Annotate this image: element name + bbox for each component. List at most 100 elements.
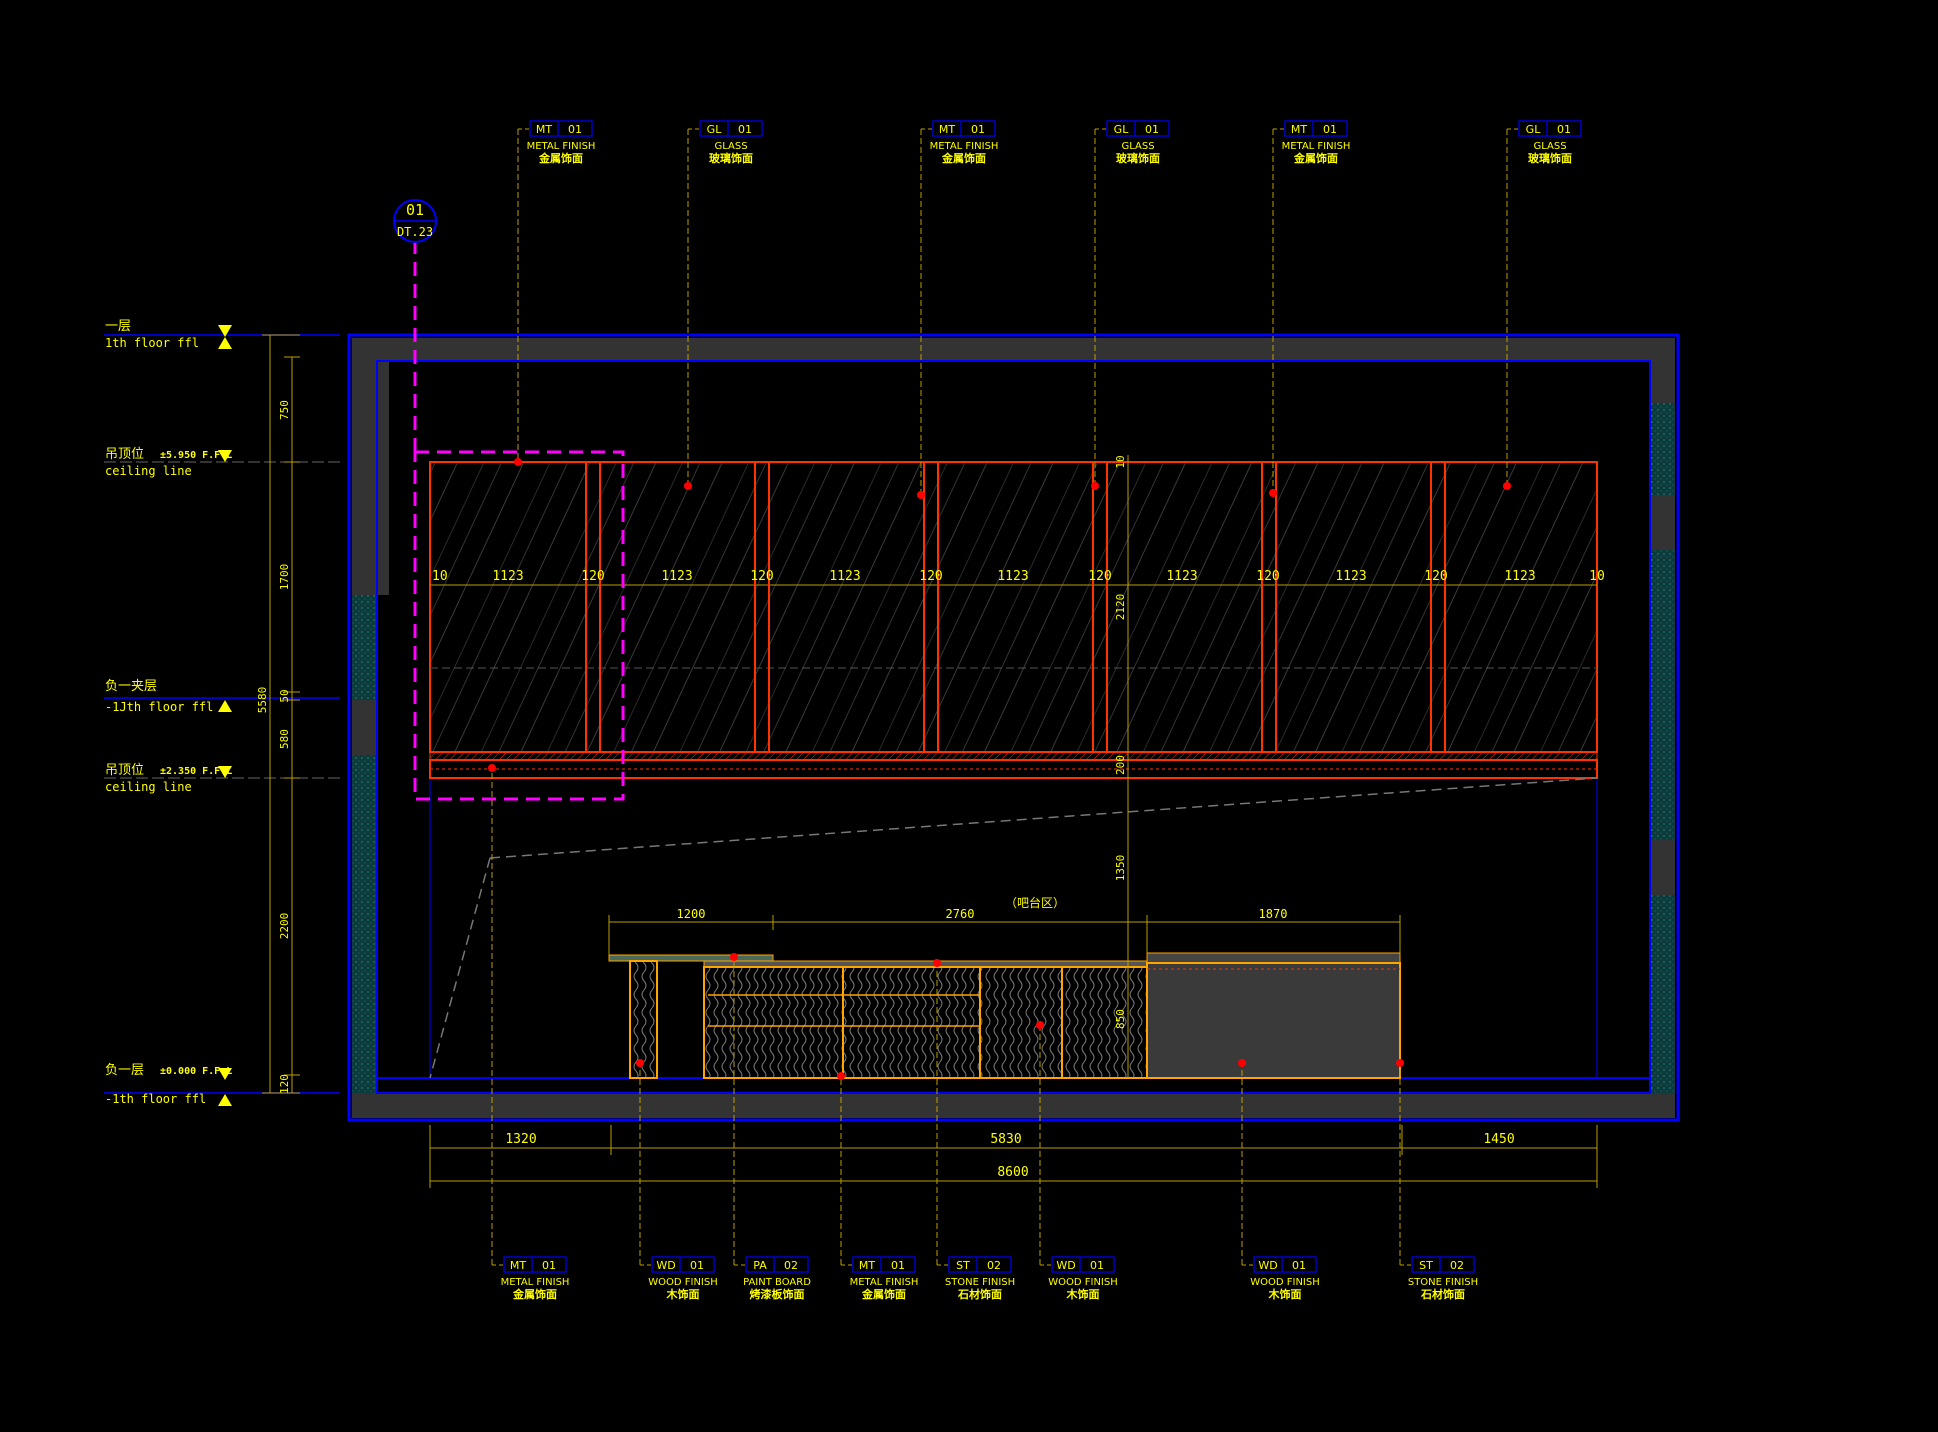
tag-number: 01	[971, 123, 985, 136]
panel-dim-label: 1123	[1166, 569, 1197, 584]
level-markers: 一层 1th floor ffl 吊顶位 ±5.950 F.F.L ceilin…	[104, 319, 340, 1106]
tag-en: METAL FINISH	[501, 1277, 570, 1288]
tag-en: PAINT BOARD	[743, 1277, 811, 1288]
mullion	[1261, 462, 1277, 752]
panel-dim-label: 1123	[492, 569, 523, 584]
vertical-dimensions	[262, 334, 300, 1094]
mullion	[923, 462, 939, 752]
ceiling-2-en: ceiling line	[105, 780, 192, 794]
ceiling-2-cn: 吊顶位	[105, 763, 144, 778]
bottom-dim-labels: 1320 5830 1450 8600	[505, 1132, 1514, 1180]
tag-cn: 金属饰面	[941, 151, 986, 165]
tag-code: WD	[1258, 1259, 1277, 1272]
panel-dim-label: 120	[1088, 569, 1111, 584]
perspective-lines	[429, 777, 1598, 1079]
dim-2120: 2120	[1114, 594, 1127, 621]
tag-en: METAL FINISH	[930, 141, 999, 152]
level-m1j-en: -1Jth floor ffl	[105, 700, 213, 714]
dim-total: 5580	[256, 687, 269, 714]
panel-dim-label: 1123	[1335, 569, 1366, 584]
detail-callout: 01 DT.23	[393, 199, 625, 801]
panel-dim-label: 1123	[1504, 569, 1535, 584]
tag-cn: 玻璃饰面	[709, 151, 753, 165]
tag-code: WD	[1056, 1259, 1075, 1272]
tag-code: MT	[1291, 123, 1307, 136]
tag-number: 01	[738, 123, 752, 136]
dim-580: 580	[278, 729, 291, 749]
tag-en: STONE FINISH	[945, 1277, 1015, 1288]
dim-850: 850	[1114, 1009, 1127, 1029]
tag-code: GL	[707, 123, 723, 136]
panel-dim-label: 120	[919, 569, 942, 584]
bottom-dim-2: 5830	[990, 1132, 1021, 1147]
tag-en: WOOD FINISH	[1250, 1277, 1320, 1288]
bottom-dim-3: 1450	[1483, 1132, 1514, 1147]
counter-dim-2: 2760	[946, 907, 975, 921]
panel-dim-label: 120	[1424, 569, 1447, 584]
tag-number: 01	[568, 123, 582, 136]
tag-number: 01	[891, 1259, 905, 1272]
vertical-dim-labels: 5580 750 1700 50 580 2200 120	[256, 400, 291, 1094]
tag-cn: 金属饰面	[861, 1287, 906, 1301]
tag-cn: 石材饰面	[957, 1287, 1002, 1301]
tag-code: MT	[939, 123, 955, 136]
glass-panel-wall	[429, 461, 1598, 779]
tag-cn: 玻璃饰面	[1528, 151, 1572, 165]
level-m1-elev: ±0.000 F.F.L	[160, 1066, 232, 1077]
mullion	[1430, 462, 1446, 752]
tag-en: METAL FINISH	[1282, 141, 1351, 152]
tag-en: GLASS	[1533, 141, 1566, 152]
dim-2200: 2200	[278, 913, 291, 940]
callout-number: 01	[406, 201, 424, 219]
counter-dim-1: 1200	[677, 907, 706, 921]
tag-number: 01	[1292, 1259, 1306, 1272]
tag-number: 01	[690, 1259, 704, 1272]
ceiling-1-elev: ±5.950 F.F.L	[160, 450, 232, 461]
panel-dim-label: 120	[750, 569, 773, 584]
tag-en: STONE FINISH	[1408, 1277, 1478, 1288]
tag-number: 01	[1090, 1259, 1104, 1272]
counter-dim-3: 1870	[1259, 907, 1288, 921]
dim-1700: 1700	[278, 564, 291, 591]
tag-number: 01	[1323, 123, 1337, 136]
mullion	[1092, 462, 1108, 752]
panel-dim-label: 1123	[829, 569, 860, 584]
tag-code: GL	[1526, 123, 1542, 136]
tag-code: MT	[536, 123, 552, 136]
tag-code: ST	[1419, 1259, 1433, 1272]
bar-counter	[608, 952, 1401, 1079]
tag-en: GLASS	[1121, 141, 1154, 152]
tag-en: WOOD FINISH	[1048, 1277, 1118, 1288]
tag-number: 01	[1557, 123, 1571, 136]
tag-code: ST	[956, 1259, 970, 1272]
tag-code: GL	[1114, 123, 1130, 136]
tag-cn: 金属饰面	[512, 1287, 557, 1301]
tag-number: 01	[542, 1259, 556, 1272]
dim-750: 750	[278, 400, 291, 420]
level-m1j-cn: 负一夹层	[105, 679, 157, 694]
level-m1-en: -1th floor ffl	[105, 1092, 206, 1106]
ceiling-2-elev: ±2.350 F.F.L	[160, 766, 232, 777]
inner-vertical-dims: 10 2120 200 1350 850	[1114, 455, 1129, 1078]
level-m1-cn: 负一层	[105, 1063, 144, 1078]
bottom-dim-1: 1320	[505, 1132, 536, 1147]
panel-dim-label: 1123	[661, 569, 692, 584]
tag-cn: 烤漆板饰面	[750, 1287, 805, 1301]
tag-number: 02	[1450, 1259, 1464, 1272]
